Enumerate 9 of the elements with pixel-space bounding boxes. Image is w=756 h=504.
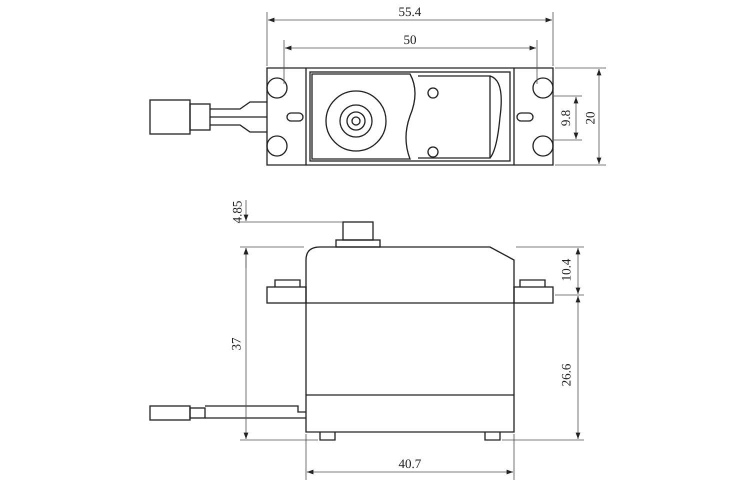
dimension-label: 20: [583, 112, 597, 124]
dimension-label: 37: [229, 338, 243, 350]
dimension-label: 40.7: [398, 457, 422, 471]
dimension-label: 4.85: [230, 200, 244, 224]
dimension-label: 9.8: [559, 110, 574, 126]
dimension-label: 10.4: [558, 258, 573, 282]
dimension-label: 26.6: [558, 364, 573, 386]
dimension-label: 50: [404, 33, 416, 47]
dimension-label: 55.4: [398, 5, 422, 19]
